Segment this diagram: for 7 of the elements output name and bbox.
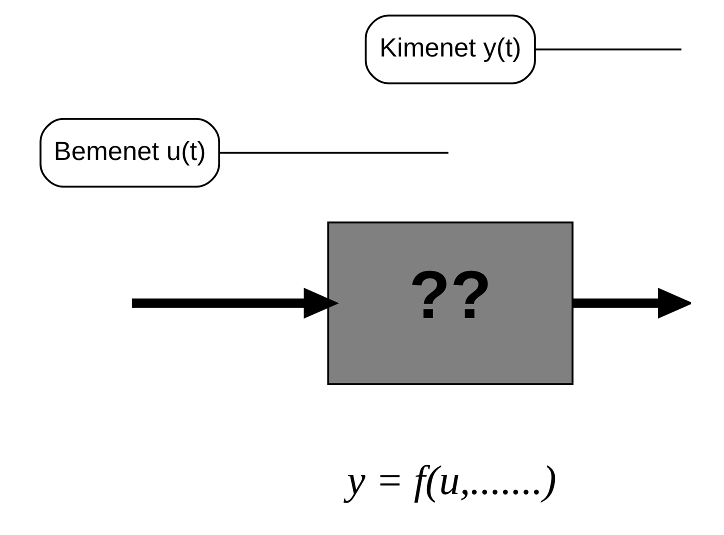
connector <box>220 152 448 154</box>
arrow <box>132 288 340 319</box>
arrow <box>572 288 691 319</box>
node-box: Kimenet y(t) <box>364 14 536 84</box>
connector <box>535 48 682 50</box>
node-box: ?? <box>327 221 574 385</box>
node-box: Bemenet u(t) <box>40 118 220 188</box>
